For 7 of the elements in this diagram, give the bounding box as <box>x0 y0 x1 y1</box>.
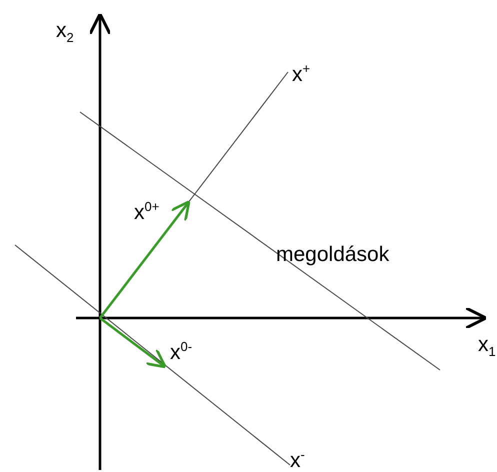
line-label: x$^{+}$ <box>292 62 310 85</box>
vector-label: x$^{0+}$ <box>134 200 160 223</box>
vector-label: x$^{0-}$ <box>170 340 192 363</box>
axis-label: x$_{2}$ <box>56 20 74 44</box>
line-label: x$^{-}$ <box>290 448 305 471</box>
axis-label: x$_{1}$ <box>478 334 496 358</box>
annotation: megoldások <box>276 244 390 265</box>
